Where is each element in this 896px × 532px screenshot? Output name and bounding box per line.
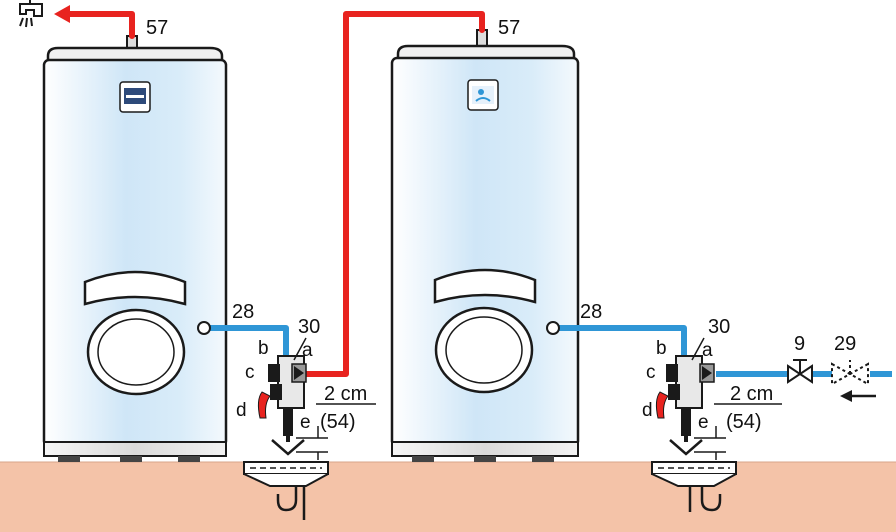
right-gap-dimension — [694, 403, 782, 460]
right-drain-funnel — [669, 439, 703, 456]
right-port-e-label: e — [698, 412, 709, 433]
left-hot-outlet-pipe — [67, 11, 135, 39]
right-safety-group — [655, 355, 715, 456]
left-control-panel — [83, 270, 187, 306]
tap-icon — [19, 0, 43, 28]
connecting-hot-pipe — [301, 11, 485, 377]
right-port-d-label: d — [642, 400, 653, 421]
cold-water-pipes — [208, 325, 892, 377]
right-gap-label: 2 cm — [730, 383, 773, 405]
left-safety-group-label: 30 — [298, 316, 320, 338]
leader-lines — [293, 337, 705, 361]
cold-inlet-arrow-icon — [840, 390, 876, 402]
left-gap-label: 2 cm — [324, 383, 367, 405]
left-port-b-label: b — [258, 338, 269, 359]
right-cold-inlet-pipe — [557, 325, 687, 358]
hot-water-pipes — [67, 11, 485, 377]
right-floor-drain — [651, 461, 737, 512]
right-port-c-label: c — [646, 362, 656, 383]
right-inspection-flange — [434, 306, 534, 394]
right-hot-outlet-label: 57 — [498, 17, 520, 39]
pressure-reducer-label: 29 — [834, 333, 856, 355]
left-port-c-label: c — [245, 362, 255, 383]
right-brand-logo — [467, 79, 499, 111]
left-drain-lever — [257, 391, 271, 419]
left-safety-group — [257, 355, 307, 456]
flow-arrow-icon — [54, 5, 70, 23]
left-port-a-label: a — [302, 340, 313, 361]
right-control-panel — [433, 268, 537, 304]
left-drain-funnel — [271, 439, 305, 456]
left-cold-inlet-pipe — [208, 325, 289, 358]
left-gap-dimension — [296, 403, 376, 460]
stop-valve-icon — [787, 359, 813, 384]
stop-valve-label: 9 — [794, 333, 805, 355]
floor — [0, 462, 896, 532]
left-brand-logo — [119, 81, 151, 113]
left-port-e-label: e — [300, 412, 311, 433]
right-water-heater — [390, 29, 580, 462]
right-port-a-label: a — [702, 340, 713, 361]
pressure-reducer-icon — [831, 360, 869, 386]
right-port-b-label: b — [656, 338, 667, 359]
left-gap-ref-label: (54) — [320, 411, 356, 433]
left-inspection-flange — [86, 308, 186, 396]
left-floor-drain — [243, 461, 329, 520]
right-cold-inlet-label: 28 — [580, 301, 602, 323]
left-water-heater — [42, 35, 228, 462]
left-port-d-label: d — [236, 400, 247, 421]
left-hot-outlet-label: 57 — [146, 17, 168, 39]
right-drain-lever — [655, 391, 669, 419]
right-safety-group-label: 30 — [708, 316, 730, 338]
left-cold-inlet-label: 28 — [232, 301, 254, 323]
right-gap-ref-label: (54) — [726, 411, 762, 433]
